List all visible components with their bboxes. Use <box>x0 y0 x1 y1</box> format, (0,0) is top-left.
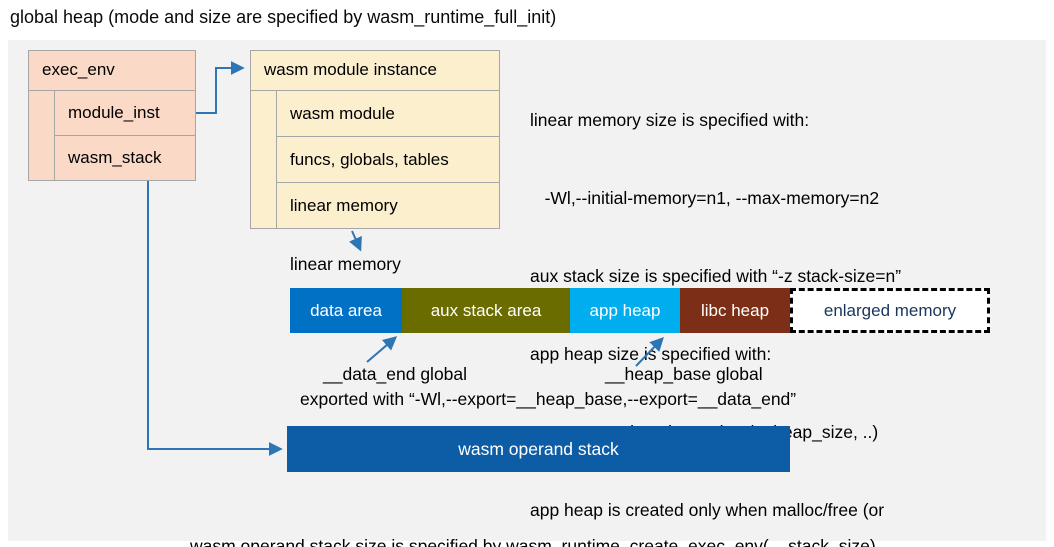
heap-base-global-label: __heap_base global <box>605 364 763 384</box>
diagram-title: global heap (mode and size are specified… <box>10 7 557 27</box>
wasm-module-instance-header: wasm module instance <box>251 51 499 91</box>
module-inst-cell: module_inst <box>54 91 195 136</box>
linear-memory-cell: linear memory <box>276 183 499 229</box>
exec-env-header: exec_env <box>29 51 195 91</box>
app-heap-segment: app heap <box>570 288 680 333</box>
note-line: aux stack size is specified with “-z sta… <box>530 266 902 286</box>
note-line: wasm operand stack size is specified by … <box>190 536 876 547</box>
wasm-operand-stack-bar: wasm operand stack <box>287 426 790 472</box>
libc-heap-segment: libc heap <box>680 288 790 333</box>
wasm-module-instance-box: wasm module instance wasm module funcs, … <box>250 50 500 229</box>
aux-stack-area-segment: aux stack area <box>402 288 570 333</box>
wasm-module-cell: wasm module <box>276 91 499 137</box>
note-line: app heap size is specified with: <box>530 344 772 364</box>
enlarged-memory-segment: enlarged memory <box>790 288 990 333</box>
note-line: -Wl,--initial-memory=n1, --max-memory=n2 <box>530 188 880 208</box>
linear-memory-bar: data area aux stack area app heap libc h… <box>290 288 990 333</box>
funcs-globals-tables-cell: funcs, globals, tables <box>276 137 499 183</box>
linear-memory-label: linear memory <box>290 254 401 274</box>
wasm-stack-cell: wasm_stack <box>54 136 195 181</box>
export-note: exported with “-Wl,--export=__heap_base,… <box>300 389 797 409</box>
data-end-global-label: __data_end global <box>323 364 468 384</box>
note-line: linear memory size is specified with: <box>530 110 810 130</box>
exec-env-box: exec_env module_inst wasm_stack <box>28 50 196 181</box>
note-line: app heap is created only when malloc/fre… <box>530 500 885 520</box>
operand-stack-notes: wasm operand stack size is specified by … <box>190 481 876 547</box>
data-area-segment: data area <box>290 288 402 333</box>
